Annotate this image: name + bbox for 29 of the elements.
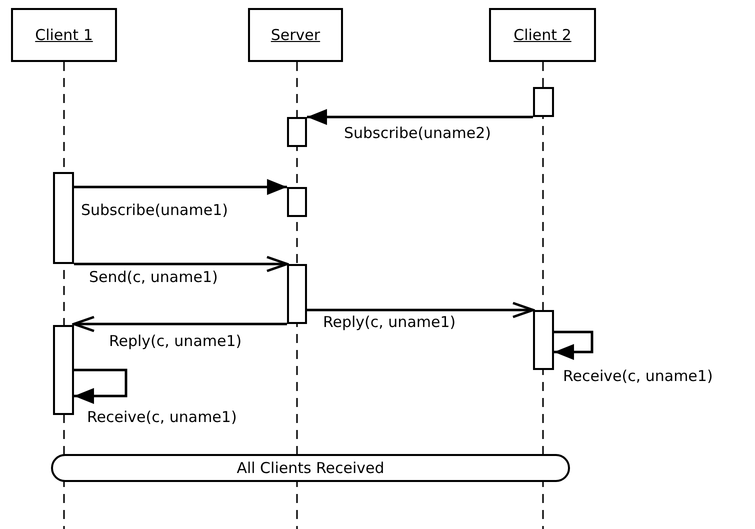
participant-name: Client 1 xyxy=(35,26,93,44)
activation-bar xyxy=(287,264,307,324)
activation-bar xyxy=(53,172,74,264)
state-box xyxy=(51,454,570,482)
edge-label: Receive(c, uname1) xyxy=(562,367,714,385)
participant-name: Server xyxy=(270,26,320,44)
lifeline-head-box xyxy=(11,8,117,62)
activation-bar xyxy=(533,310,554,370)
message-arrow xyxy=(74,179,287,195)
edge-label: Reply(c, uname1) xyxy=(108,332,243,350)
lifeline-head-box xyxy=(248,8,343,62)
edge-label: Receive(c, uname1) xyxy=(86,408,238,426)
lifeline-head-box xyxy=(489,8,596,62)
message-arrow xyxy=(307,302,534,318)
message-arrow xyxy=(74,368,128,404)
edge-label: Subscribe(uname2) xyxy=(343,124,492,142)
state-label: All Clients Received xyxy=(236,459,384,477)
activation-bar xyxy=(53,325,74,415)
message-arrow xyxy=(307,109,533,125)
message-arrow xyxy=(72,316,287,332)
edge-label: Send(c, uname1) xyxy=(88,268,219,286)
edge-label: Reply(c, uname1) xyxy=(322,313,457,331)
message-arrow xyxy=(74,256,288,272)
activation-bar xyxy=(533,87,554,117)
edge-label: Subscribe(uname1) xyxy=(80,201,229,219)
participant-name: Client 2 xyxy=(514,26,572,44)
activation-bar xyxy=(287,187,307,217)
message-arrow xyxy=(554,330,594,360)
activation-bar xyxy=(287,117,307,147)
